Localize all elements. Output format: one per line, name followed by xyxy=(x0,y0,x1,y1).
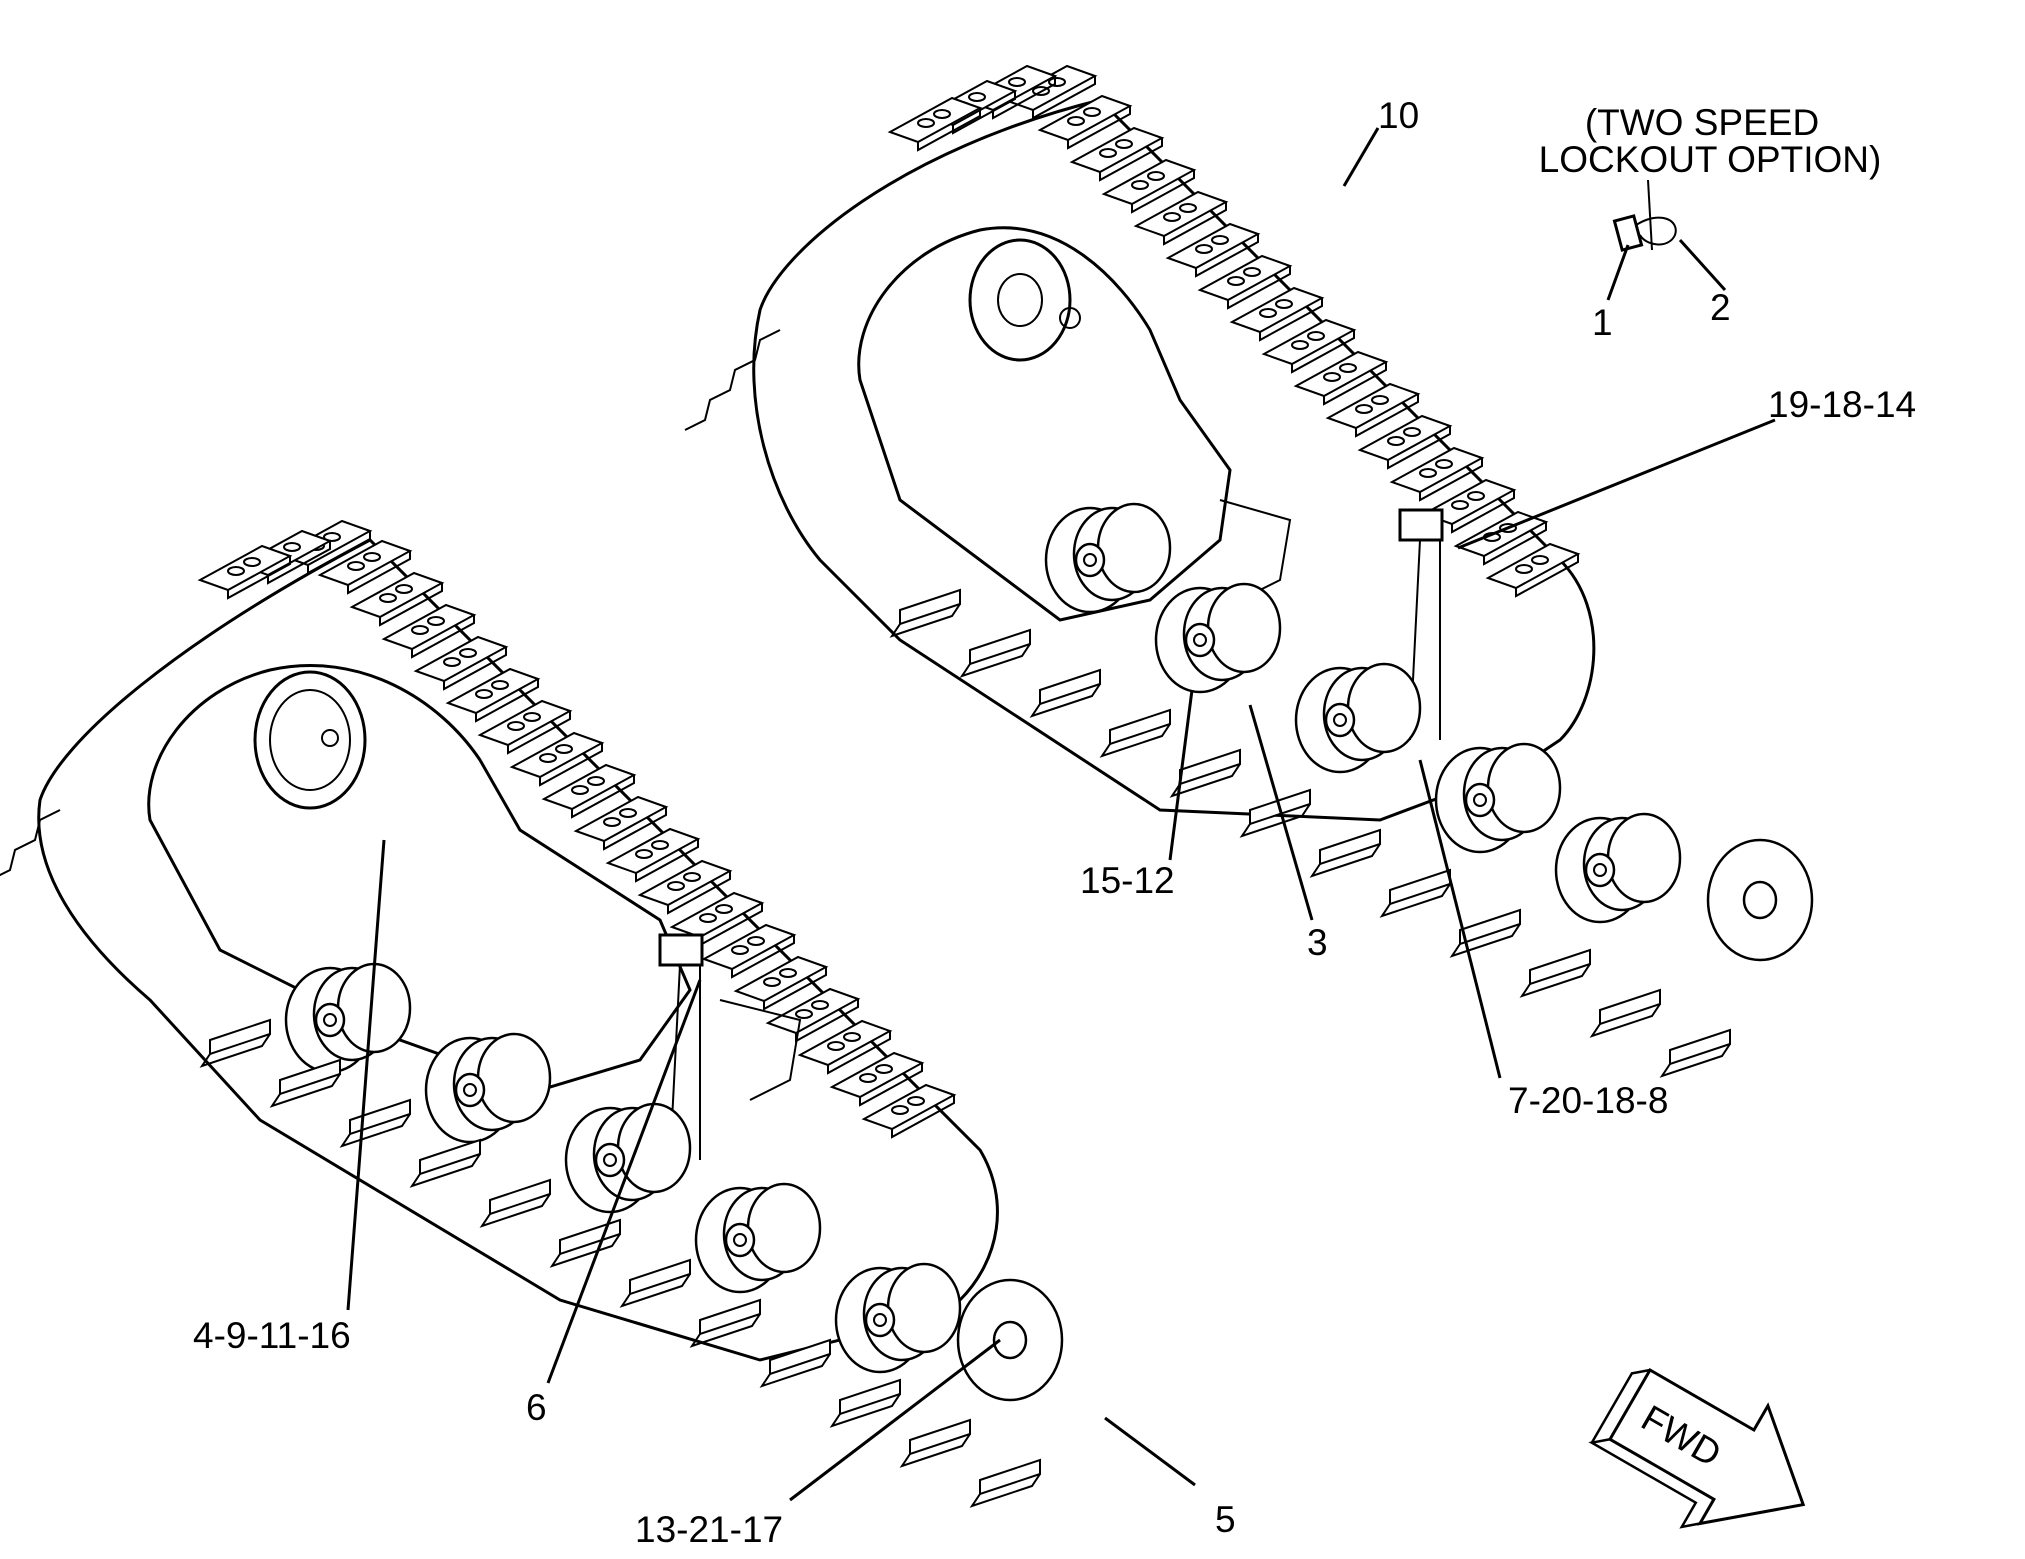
callout-6: 6 xyxy=(526,1387,547,1428)
callout-3: 3 xyxy=(1307,922,1328,963)
left-track-assembly xyxy=(0,520,1064,1507)
callout-2: 2 xyxy=(1710,287,1731,328)
callout-7-20-18-8: 7-20-18-8 xyxy=(1508,1080,1668,1121)
callout-1: 1 xyxy=(1592,302,1613,343)
forward-arrow-icon: FWD xyxy=(1588,1367,1806,1529)
option-note-line1: (TWO SPEED xyxy=(1585,102,1819,143)
callout-15-12: 15-12 xyxy=(1080,860,1175,901)
callout-4-9-11-16: 4-9-11-16 xyxy=(193,1315,351,1356)
option-note-line2: LOCKOUT OPTION) xyxy=(1539,139,1882,180)
callout-10: 10 xyxy=(1378,95,1419,136)
callout-19-18-14: 19-18-14 xyxy=(1768,384,1916,425)
callout-5: 5 xyxy=(1215,1499,1236,1540)
right-track-assembly xyxy=(684,65,1814,1077)
callout-labels: (TWO SPEED LOCKOUT OPTION) 1 2 10 19-18-… xyxy=(193,95,1916,1550)
lockout-pin xyxy=(1612,179,1677,252)
leader-lines xyxy=(346,127,1776,1502)
callout-13-21-17: 13-21-17 xyxy=(635,1509,783,1550)
